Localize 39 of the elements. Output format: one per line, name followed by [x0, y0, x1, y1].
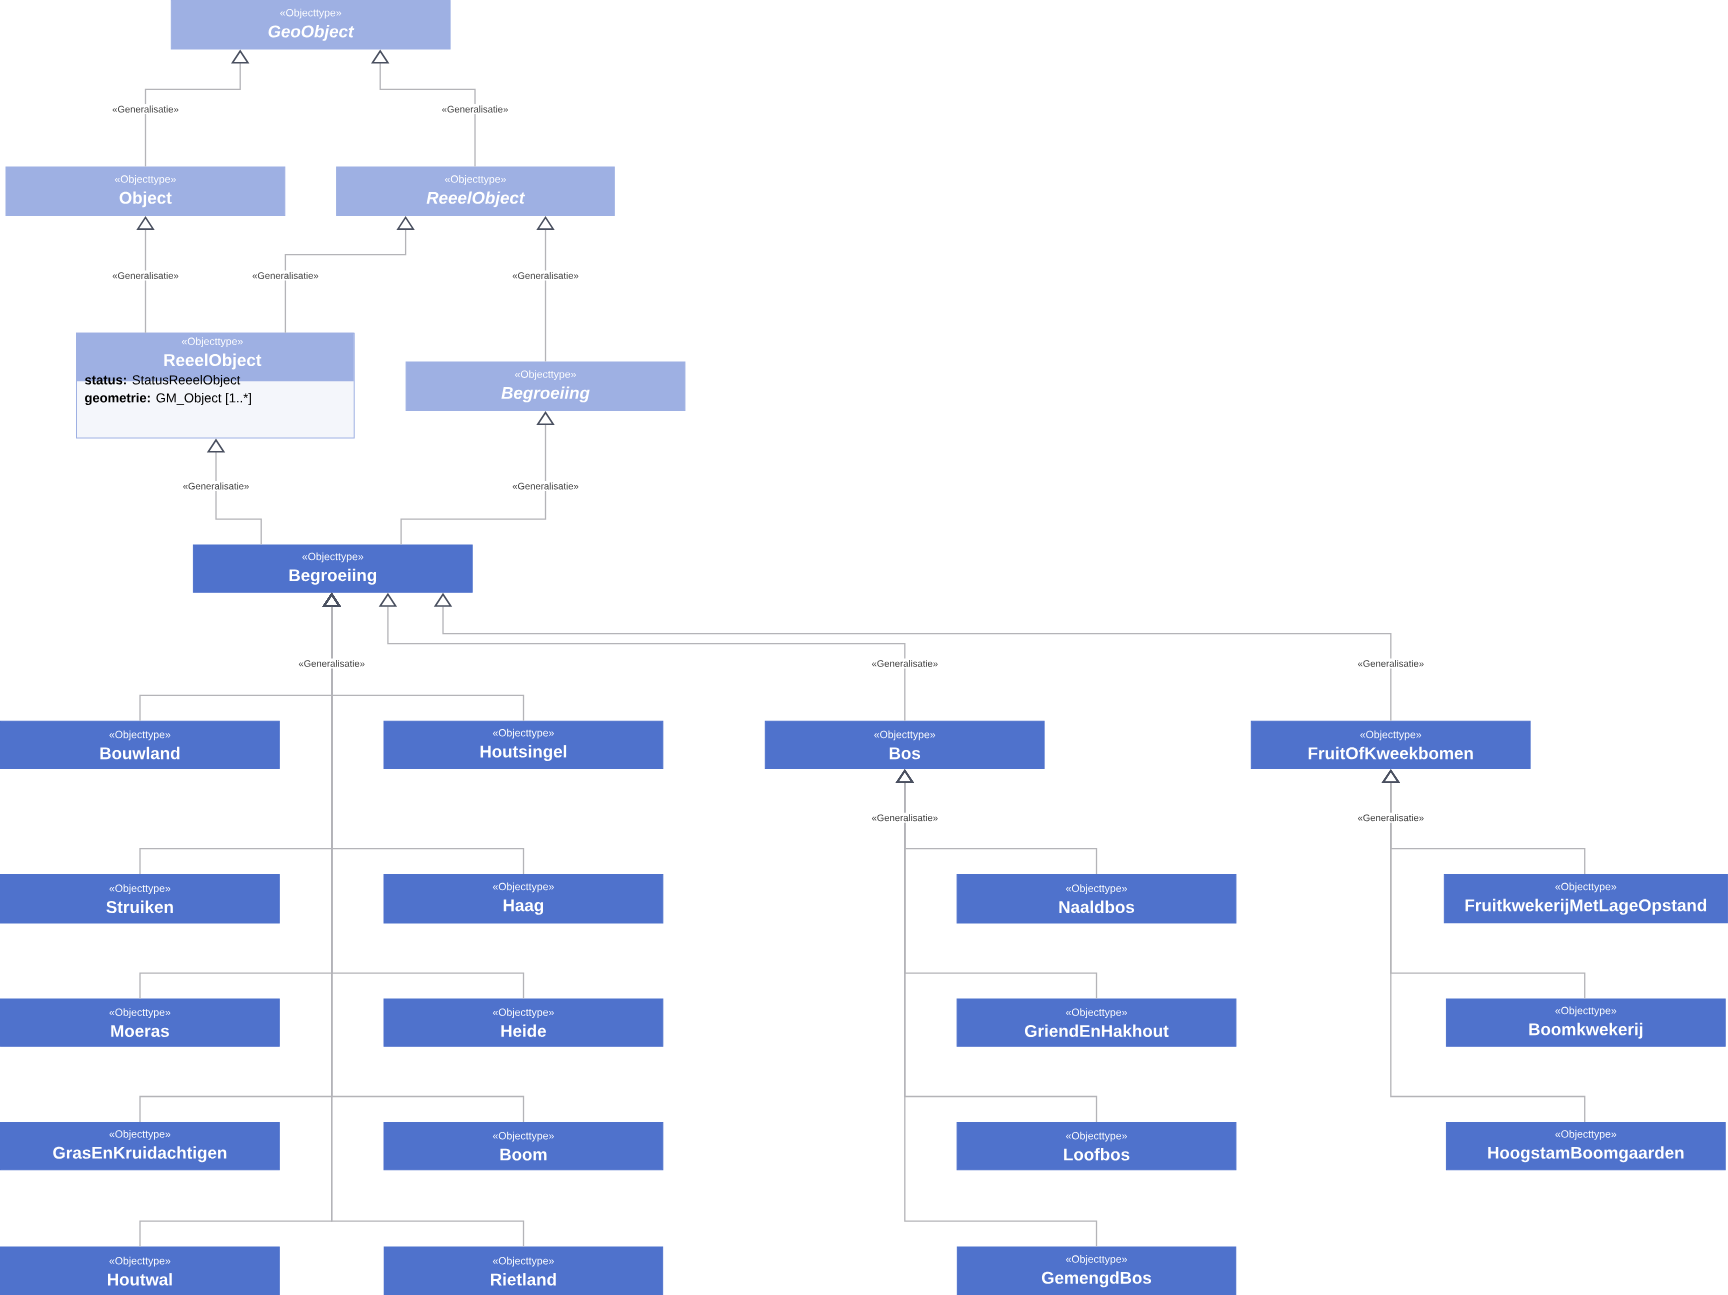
edge-label: «Generalisatie» — [110, 104, 181, 115]
edge-label: «Generalisatie» — [1356, 812, 1426, 823]
edge-label: «Generalisatie» — [510, 270, 581, 281]
class-box: «Objecttype» ReeelObject — [336, 166, 615, 216]
class-box: «Objecttype» Struiken — [0, 873, 280, 924]
class-box: «Objecttype» Begroeiing — [405, 361, 686, 411]
class-box: «Objecttype» Bos — [764, 720, 1045, 770]
edge-label: «Generalisatie» — [296, 658, 367, 669]
class-box: «Objecttype» Bouwland — [0, 720, 280, 770]
edge-label: «Generalisatie» — [870, 812, 940, 823]
class-box: «Objecttype» Object — [5, 166, 286, 216]
edge-label: «Generalisatie» — [1356, 658, 1426, 669]
class-box: «Objecttype» Begroeiing — [192, 544, 473, 593]
edge-label: «Generalisatie» — [110, 270, 181, 281]
class-box: «Objecttype» Boomkwekerij — [1445, 998, 1726, 1047]
generalization-arrow — [895, 769, 1098, 1248]
class-box: «Objecttype» FruitkwekerijMetLageOpstand — [1443, 873, 1728, 924]
class-box: «Objecttype» ReeelObject status: StatusReeelObject geometrie: GM_Object [1..*] — [76, 332, 355, 439]
class-box: «Objecttype» FruitOfKweekbomen — [1250, 720, 1531, 770]
class-box: «Objecttype» Rietland — [383, 1246, 664, 1295]
class-box: «Objecttype» GriendEnHakhout — [956, 998, 1237, 1047]
class-box: «Objecttype» GeoObject — [170, 0, 451, 50]
class-box: «Objecttype» Loofbos — [956, 1121, 1237, 1171]
edge-label: «Generalisatie» — [181, 481, 251, 491]
class-box: «Objecttype» Houtsingel — [383, 720, 664, 770]
class-box: «Objecttype» Heide — [383, 998, 664, 1047]
edge-label: «Generalisatie» — [510, 481, 581, 491]
class-box: «Objecttype» Boom — [383, 1121, 664, 1171]
generalization-arrow — [1381, 769, 1586, 1123]
class-box: «Objecttype» Houtwal — [0, 1246, 280, 1295]
edge-label: «Generalisatie» — [870, 658, 940, 669]
class-box: «Objecttype» GemengdBos — [956, 1246, 1237, 1295]
edge-label: «Generalisatie» — [250, 270, 321, 281]
class-box: «Objecttype» GrasEnKruidachtigen — [0, 1121, 280, 1171]
class-box: «Objecttype» Moeras — [0, 998, 280, 1047]
class-box: «Objecttype» Haag — [383, 873, 664, 924]
class-box: «Objecttype» Naaldbos — [956, 873, 1237, 924]
class-box: «Objecttype» HoogstamBoomgaarden — [1445, 1121, 1726, 1171]
edge-label: «Generalisatie» — [440, 104, 510, 115]
